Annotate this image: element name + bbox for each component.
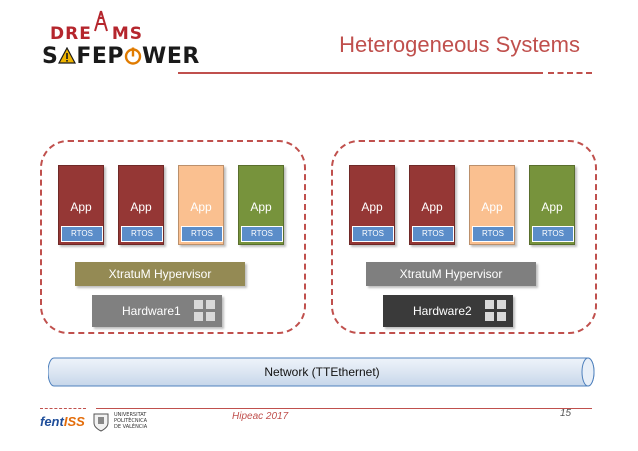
rtos-label: RTOS bbox=[61, 226, 103, 242]
app-label: App bbox=[481, 200, 503, 214]
app-box: App RTOS bbox=[409, 165, 455, 245]
hardware-box-1: Hardware1 bbox=[92, 295, 222, 327]
footer-dashed-rule bbox=[40, 408, 86, 409]
network-label: Network (TTEthernet) bbox=[264, 365, 380, 379]
node-container-1 bbox=[40, 140, 306, 334]
app-box: App RTOS bbox=[238, 165, 284, 245]
app-box: App RTOS bbox=[529, 165, 575, 245]
rtos-label: RTOS bbox=[532, 226, 574, 242]
rtos-label: RTOS bbox=[181, 226, 223, 242]
chip-icon bbox=[485, 300, 507, 322]
rtos-label: RTOS bbox=[352, 226, 394, 242]
node-container-2 bbox=[331, 140, 597, 334]
fentiss-logo: fentISS bbox=[40, 414, 85, 429]
power-icon bbox=[124, 47, 142, 65]
app-box: App RTOS bbox=[469, 165, 515, 245]
title-underline bbox=[178, 72, 543, 74]
hypervisor-layer-2: XtratuM Hypervisor bbox=[366, 262, 536, 286]
rtos-label: RTOS bbox=[412, 226, 454, 242]
hardware-label: Hardware1 bbox=[122, 304, 181, 318]
rtos-label: RTOS bbox=[121, 226, 163, 242]
title-underline-dashed bbox=[548, 72, 592, 74]
warning-triangle-icon bbox=[58, 46, 77, 64]
upv-seal-icon bbox=[93, 413, 109, 432]
hardware-box-2: Hardware2 bbox=[383, 295, 513, 327]
app-label: App bbox=[130, 200, 152, 214]
app-box: App RTOS bbox=[178, 165, 224, 245]
chip-icon bbox=[194, 300, 216, 322]
rtos-label: RTOS bbox=[241, 226, 283, 242]
page-number: 15 bbox=[560, 408, 572, 419]
footer-event-text: Hipeac 2017 bbox=[232, 411, 289, 422]
app-label: App bbox=[250, 200, 272, 214]
tower-icon bbox=[94, 10, 108, 32]
app-box: App RTOS bbox=[58, 165, 104, 245]
app-label: App bbox=[421, 200, 443, 214]
network-cylinder-shape bbox=[47, 357, 595, 387]
app-label: App bbox=[190, 200, 212, 214]
hypervisor-layer-1: XtratuM Hypervisor bbox=[75, 262, 245, 286]
rtos-label: RTOS bbox=[472, 226, 514, 242]
hardware-label: Hardware2 bbox=[413, 304, 472, 318]
upv-logo-text: UNIVERSITAT POLITÈCNICA DE VALÈNCIA bbox=[114, 412, 148, 430]
app-box: App RTOS bbox=[349, 165, 395, 245]
app-box: App RTOS bbox=[118, 165, 164, 245]
app-label: App bbox=[70, 200, 92, 214]
app-label: App bbox=[361, 200, 383, 214]
app-label: App bbox=[541, 200, 563, 214]
network-bus: Network (TTEthernet) bbox=[47, 357, 596, 387]
slide-title: Heterogeneous Systems bbox=[339, 32, 580, 57]
footer-rule bbox=[96, 408, 592, 409]
